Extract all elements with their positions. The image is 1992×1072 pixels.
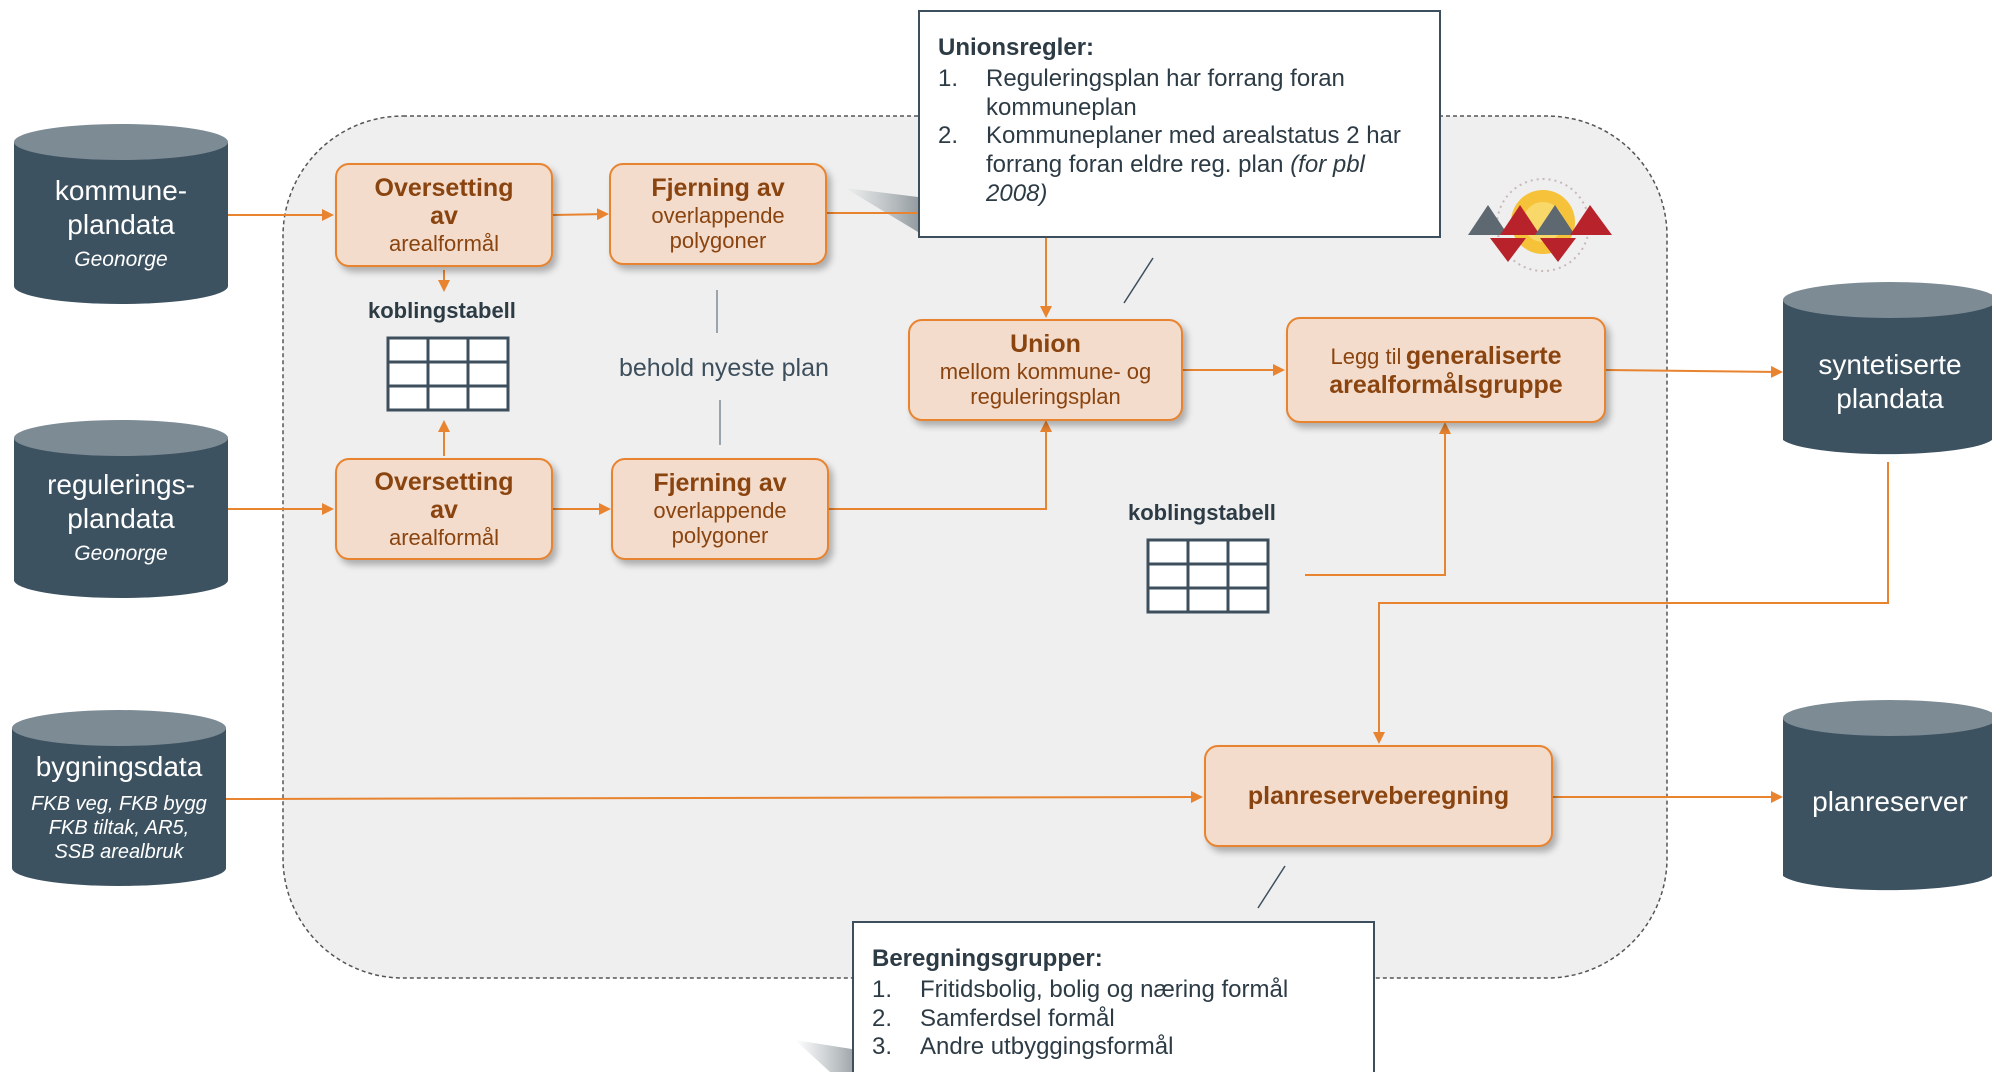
source-title: regulerings- — [47, 469, 195, 500]
note-item-number: 3. — [872, 1033, 893, 1061]
note-item-text: Fritidsbolig, bolig og næring formål — [920, 975, 1289, 1003]
process-desc-line: Legg til generaliserte — [1330, 341, 1561, 371]
note-list: 1. Reguleringsplan har forrang foran komm… — [938, 65, 1421, 209]
process-title: arealformålsgruppe — [1329, 370, 1563, 399]
process-desc: overlappende — [653, 498, 787, 524]
source-title: bygningsdata — [35, 751, 203, 782]
process-title: Fjerning av — [653, 469, 787, 498]
process-legg-til-generaliserte: Legg til generaliserte arealformålsgrupp… — [1286, 317, 1606, 423]
cylinder-kommune-plandata — [14, 124, 228, 304]
process-desc: arealformål — [388, 525, 500, 551]
process-fjerning-regulering: Fjerning av overlappende polygoner — [611, 458, 829, 560]
note-list: 1. Fritidsbolig, bolig og næring formål 2… — [872, 976, 1355, 1062]
output-title: plandata — [1836, 382, 1944, 414]
source-title: plandata — [67, 208, 175, 240]
source-subtitle: Geonorge — [74, 542, 168, 566]
process-fjerning-kommune: Fjerning av overlappende polygoner — [609, 163, 827, 265]
process-desc: Legg til — [1330, 343, 1402, 369]
note-item-number: 1. — [872, 975, 893, 1003]
process-title: planreserveberegning — [1247, 781, 1510, 810]
arrow-bygning-to-planreserve — [225, 791, 1203, 804]
source-subtitle: Geonorge — [74, 248, 168, 272]
note-item-text: Kommuneplaner med arealstatus 2 har forr… — [986, 122, 1401, 179]
note-item-number: 2. — [872, 1004, 893, 1032]
note-item-text: Andre utbyggingsformål — [920, 1033, 1174, 1061]
note-item-text: Samferdsel formål — [920, 1004, 1115, 1032]
note-shadow — [845, 188, 918, 232]
note-item: 1. Fritidsbolig, bolig og næring formål — [872, 976, 1355, 1005]
table-icon — [1146, 538, 1270, 614]
note-heading: Beregningsgrupper: — [872, 945, 1103, 972]
arrow-legg-til-to-syntetiserte — [1605, 365, 1783, 378]
process-union: Union mellom kommune- og reguleringsplan — [908, 319, 1183, 421]
source-kommune-plandata: kommune- plandata Geonorge — [14, 174, 228, 272]
source-subtitle: FKB tiltak, AR5, — [48, 816, 190, 839]
source-regulerings-plandata: regulerings- plandata Geonorge — [14, 468, 228, 566]
behold-nyeste-plan-label: behold nyeste plan — [619, 354, 829, 382]
source-title: plandata — [67, 502, 175, 534]
process-title: av — [430, 202, 458, 231]
arrow-syntetiserte-to-planreserve — [1373, 462, 1889, 744]
process-title: Oversetting — [374, 467, 514, 496]
note-item-number: 1. — [938, 64, 959, 92]
source-subtitle: FKB veg, FKB bygg — [31, 792, 207, 815]
note-item: 3. Andre utbyggingsformål — [872, 1033, 1355, 1062]
process-oversetting-kommune: Oversetting av arealformål — [335, 163, 553, 267]
output-planreserver: planreserver — [1783, 785, 1992, 819]
koblingstabell-label: koblingstabell — [1128, 500, 1276, 525]
process-desc: overlappende — [651, 203, 785, 229]
fme-logo-icon — [1468, 178, 1612, 272]
note-item: 1. Reguleringsplan har forrang foran komm… — [938, 65, 1421, 123]
note-item: 2. Samferdsel formål — [872, 1005, 1355, 1034]
output-syntetiserte-plandata: syntetiserte plandata — [1783, 348, 1992, 415]
output-title: planreserver — [1812, 786, 1968, 817]
process-desc: polygoner — [671, 523, 769, 549]
cylinder-regulerings-plandata — [14, 420, 228, 598]
note-shadow — [795, 1040, 858, 1072]
process-desc: reguleringsplan — [970, 384, 1121, 410]
cylinder-bygningsdata — [12, 710, 226, 886]
process-title: av — [430, 496, 458, 525]
process-title: Oversetting — [374, 173, 514, 202]
arrow-koblingstabell-to-legg-til — [1305, 422, 1451, 576]
process-planreserveberegning: planreserveberegning — [1204, 745, 1553, 847]
callout-line — [1123, 257, 1154, 304]
note-item-italic: (for pbl 2008) — [986, 151, 1365, 207]
note-beregningsgrupper: Beregningsgrupper: 1. Fritidsbolig, bolig… — [852, 921, 1375, 1072]
source-bygningsdata: bygningsdata FKB veg, FKB bygg FKB tilta… — [12, 750, 226, 864]
note-item-number: 2. — [938, 122, 959, 150]
source-title: kommune- — [54, 175, 188, 206]
process-desc: polygoner — [669, 228, 767, 254]
process-title: Union — [1010, 330, 1081, 359]
arrow-fjerning-bottom-to-union — [827, 420, 1052, 510]
process-title: Fjerning av — [651, 174, 785, 203]
arrow-oversetting-to-fjerning-top — [552, 208, 609, 221]
cylinder-planreserver — [1783, 700, 1992, 891]
output-title: syntetiserte — [1818, 349, 1962, 380]
source-subtitle: SSB arealbruk — [54, 840, 184, 863]
note-item: 2. Kommuneplaner med arealstatus 2 har fo… — [938, 122, 1421, 208]
table-icon — [386, 336, 510, 412]
process-oversetting-regulering: Oversetting av arealformål — [335, 458, 553, 560]
note-unionsregler: Unionsregler: 1. Reguleringsplan har forr… — [918, 10, 1441, 238]
process-title: generaliserte — [1405, 341, 1562, 370]
callout-line — [1257, 865, 1286, 909]
process-desc: mellom kommune- og — [939, 359, 1152, 385]
note-heading: Unionsregler: — [938, 34, 1095, 61]
cylinder-syntetiserte-plandata — [1783, 282, 1992, 455]
process-desc: arealformål — [388, 231, 500, 257]
note-item-text: Reguleringsplan har forrang foran kommun… — [986, 64, 1345, 121]
koblingstabell-label: koblingstabell — [368, 298, 516, 323]
